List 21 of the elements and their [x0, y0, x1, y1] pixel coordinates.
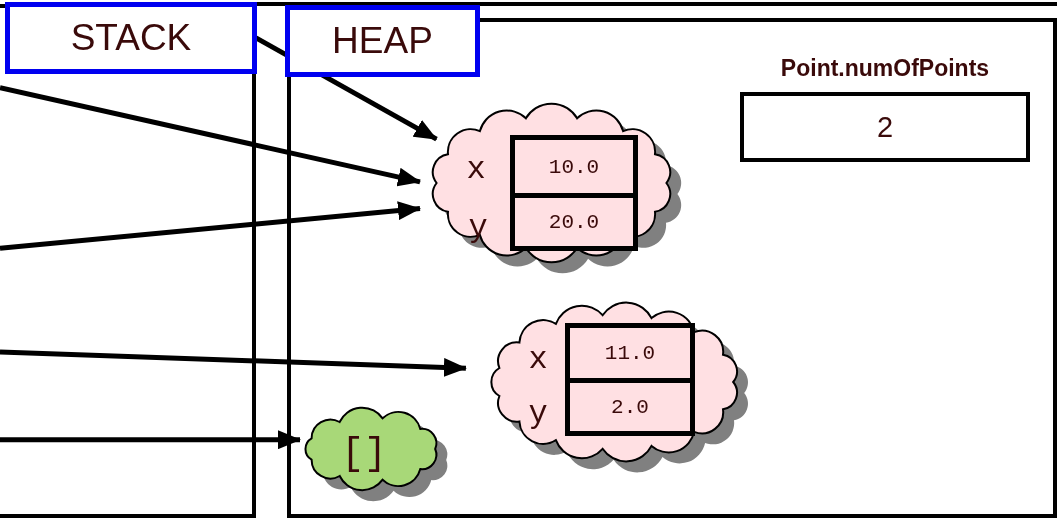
- cell-value: 11.0: [604, 341, 656, 365]
- value-cell: [565, 383, 695, 436]
- memory-panel: [0, 4, 256, 518]
- field-name: y: [528, 398, 548, 430]
- pointer-arrow: [0, 430, 301, 450]
- field-heading: Point.numOfPoints: [779, 54, 991, 83]
- panel-title: STACK: [5, 2, 257, 74]
- value-box: 2: [740, 92, 1030, 162]
- cell-value: 10.0: [548, 155, 600, 178]
- panel-title: HEAP: [285, 5, 480, 77]
- value-cell: [565, 323, 695, 383]
- value-cell: [510, 198, 638, 251]
- cell-value: 20.0: [548, 210, 600, 234]
- pointer-arrow: [0, 85, 421, 187]
- cell-value: 2.0: [611, 395, 649, 419]
- field-name: x: [466, 154, 486, 186]
- pointer-arrow: [0, 201, 421, 251]
- pointer-arrow: [0, 349, 467, 377]
- field-name: x: [528, 344, 548, 376]
- value-cell: [510, 135, 638, 198]
- array-value: []: [341, 435, 387, 473]
